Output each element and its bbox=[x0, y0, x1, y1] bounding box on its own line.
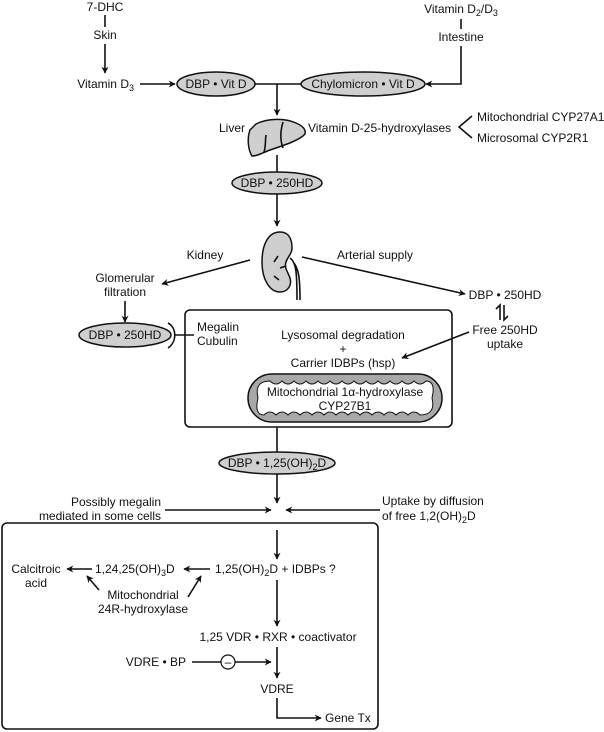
label-124-25-oh3d: 1,24,25(OH)3D bbox=[95, 562, 175, 578]
label-dbp-25ohd: DBP • 250HD bbox=[241, 176, 314, 190]
kidney-detail bbox=[273, 255, 287, 281]
label-cyp27b1: CYP27B1 bbox=[319, 399, 372, 413]
label-vdre: VDRE bbox=[260, 682, 293, 696]
label-cyp2r1: Microsomal CYP2R1 bbox=[477, 131, 589, 145]
label-mediated-cells: mediated in some cells bbox=[39, 509, 161, 523]
label-125-oh2d-idbps: 1,25(OH)2D + IDBPs ? bbox=[215, 562, 336, 578]
label-dbp-125d: DBP • 1,25(OH)2D bbox=[228, 456, 327, 472]
receptor-bracket bbox=[167, 322, 176, 349]
equilibrium-arrows-icon bbox=[495, 303, 509, 322]
label-kidney: Kidney bbox=[187, 248, 224, 262]
label-lysosomal: Lysosomal degradation bbox=[281, 328, 405, 342]
label-acid: acid bbox=[25, 576, 47, 590]
label-vitamin-d3: Vitamin D3 bbox=[77, 77, 134, 93]
liver-lobe-line bbox=[263, 134, 267, 153]
label-possibly-megalin: Possibly megalin bbox=[71, 495, 161, 509]
label-vdr-rxr-coactivator: 1,25 VDR • RXR • coactivator bbox=[199, 630, 356, 644]
label-uptake-diffusion: Uptake by diffusion bbox=[382, 494, 484, 508]
label-filtration: filtration bbox=[104, 285, 146, 299]
kidney-cell-box bbox=[184, 309, 453, 428]
arrow bbox=[86, 575, 100, 591]
target-cell-box bbox=[1, 522, 379, 730]
label-cubulin: Cubulin bbox=[197, 334, 238, 348]
label-minus: – bbox=[225, 655, 232, 669]
arrow bbox=[425, 46, 462, 88]
label-vitamin-d2-d3: Vitamin D2/D3 bbox=[424, 2, 498, 18]
label-1a-hydroxylase: Mitochondrial 1α-hydroxylase bbox=[267, 385, 424, 399]
label-mitochondrial: Mitochondrial bbox=[107, 588, 178, 602]
branch-bracket bbox=[457, 115, 473, 139]
liver-lobe-line bbox=[279, 121, 284, 149]
oval-chylomicron-vitd bbox=[300, 71, 426, 97]
kidney-icon bbox=[261, 231, 293, 293]
mitochondrion-icon bbox=[247, 373, 443, 423]
arrow bbox=[161, 259, 251, 286]
label-chylomicron-vitd: Chylomicron • Vit D bbox=[311, 77, 415, 91]
label-free-125d: of free 1,2(OH)2D bbox=[382, 509, 476, 525]
label-24r-hydroxylase: 24R-hydroxylase bbox=[98, 602, 188, 616]
liver-icon bbox=[247, 118, 306, 157]
label-carrier-idbps: Carrier IDBPs (hsp) bbox=[291, 356, 396, 370]
label-gene-tx: Gene Tx bbox=[325, 711, 371, 725]
label-free-25ohd: Free 250HD bbox=[472, 323, 538, 337]
label-calcitroic: Calcitroic bbox=[11, 562, 60, 576]
label-arterial-supply: Arterial supply bbox=[337, 248, 413, 262]
arrow bbox=[276, 698, 322, 722]
oval-dbp-25ohd-filtered bbox=[78, 322, 172, 348]
arrow bbox=[187, 575, 202, 598]
label-dbp-25ohd-filtered: DBP • 250HD bbox=[89, 328, 162, 342]
label-dbp-vitd: DBP • Vit D bbox=[185, 77, 246, 91]
label-25-hydroxylases: Vitamin D-25-hydroxylases bbox=[308, 121, 451, 135]
label-uptake: uptake bbox=[487, 337, 523, 351]
arrow bbox=[301, 256, 466, 297]
label-skin: Skin bbox=[93, 28, 116, 42]
label-dbp-25ohd-arterial: DBP • 250HD bbox=[469, 288, 542, 302]
label-7dhc: 7-DHC bbox=[87, 0, 124, 14]
label-vdre-bp: VDRE • BP bbox=[126, 655, 186, 669]
ureter-line bbox=[289, 257, 301, 301]
label-cyp27a1: Mitochondrial CYP27A1 bbox=[477, 110, 604, 124]
label-glomerular: Glomerular bbox=[95, 271, 154, 285]
label-megalin: Megalin bbox=[197, 320, 239, 334]
label-intestine: Intestine bbox=[438, 30, 484, 44]
label-liver: Liver bbox=[219, 121, 245, 135]
label-plus: + bbox=[339, 342, 346, 356]
arrow bbox=[401, 331, 470, 359]
